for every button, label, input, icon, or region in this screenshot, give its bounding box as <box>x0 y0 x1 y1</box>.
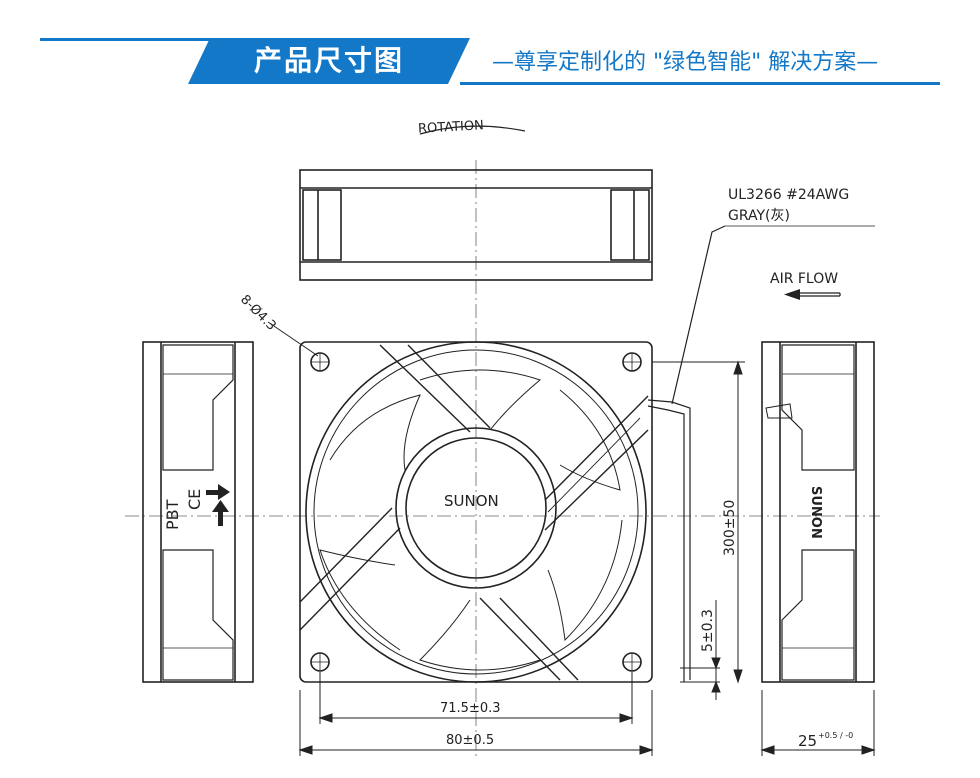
dim-width-label: 80±0.5 <box>446 733 494 748</box>
holes-label: 8-Ø4.3 <box>237 292 279 334</box>
dim-depth-label: 25 <box>798 732 817 750</box>
rotation-arc <box>419 125 526 135</box>
dim-wire-length-label: 300±50 <box>722 500 738 556</box>
holes-leader <box>267 321 319 357</box>
wire-spec-line2: GRAY(灰) <box>728 208 790 224</box>
fan-opening <box>305 341 647 683</box>
page-title: 产品尺寸图 <box>253 44 404 77</box>
pbt-label: PBT <box>163 499 182 530</box>
airflow-direction-arrows <box>206 484 230 526</box>
rotation-label: ROTATION <box>418 118 485 136</box>
brand-side-label: SUNON <box>808 486 823 539</box>
air-flow-label: AIR FLOW <box>770 271 838 287</box>
header-title-tab <box>188 38 470 84</box>
top-view <box>299 169 653 281</box>
dim-depth <box>760 690 876 756</box>
dim-strip-label: 5±0.3 <box>700 609 716 652</box>
air-flow-arrow <box>784 289 841 300</box>
dim-width <box>298 690 654 756</box>
left-side-view <box>142 341 254 683</box>
wire-leader <box>671 225 726 405</box>
wire-spec-line1: UL3266 #24AWG <box>728 187 849 203</box>
brand-label: SUNON <box>444 492 499 510</box>
dim-wire-length <box>652 360 745 684</box>
hub-outer <box>395 427 557 589</box>
page-subtitle: —尊享定制化的 "绿色智能" 解决方案— <box>492 50 879 75</box>
dim-strip-length <box>680 600 721 700</box>
hub-inner <box>405 437 547 579</box>
ce-mark: CE <box>185 489 204 510</box>
header-rule-right <box>460 82 940 85</box>
dim-depth-tolerance: +0.5 / -0 <box>818 731 853 740</box>
right-side-view <box>761 341 875 683</box>
dim-hole-spacing-label: 71.5±0.3 <box>440 701 501 716</box>
front-view <box>299 341 691 683</box>
header-rule-left <box>40 38 210 41</box>
dim-hole-spacing <box>318 672 634 724</box>
